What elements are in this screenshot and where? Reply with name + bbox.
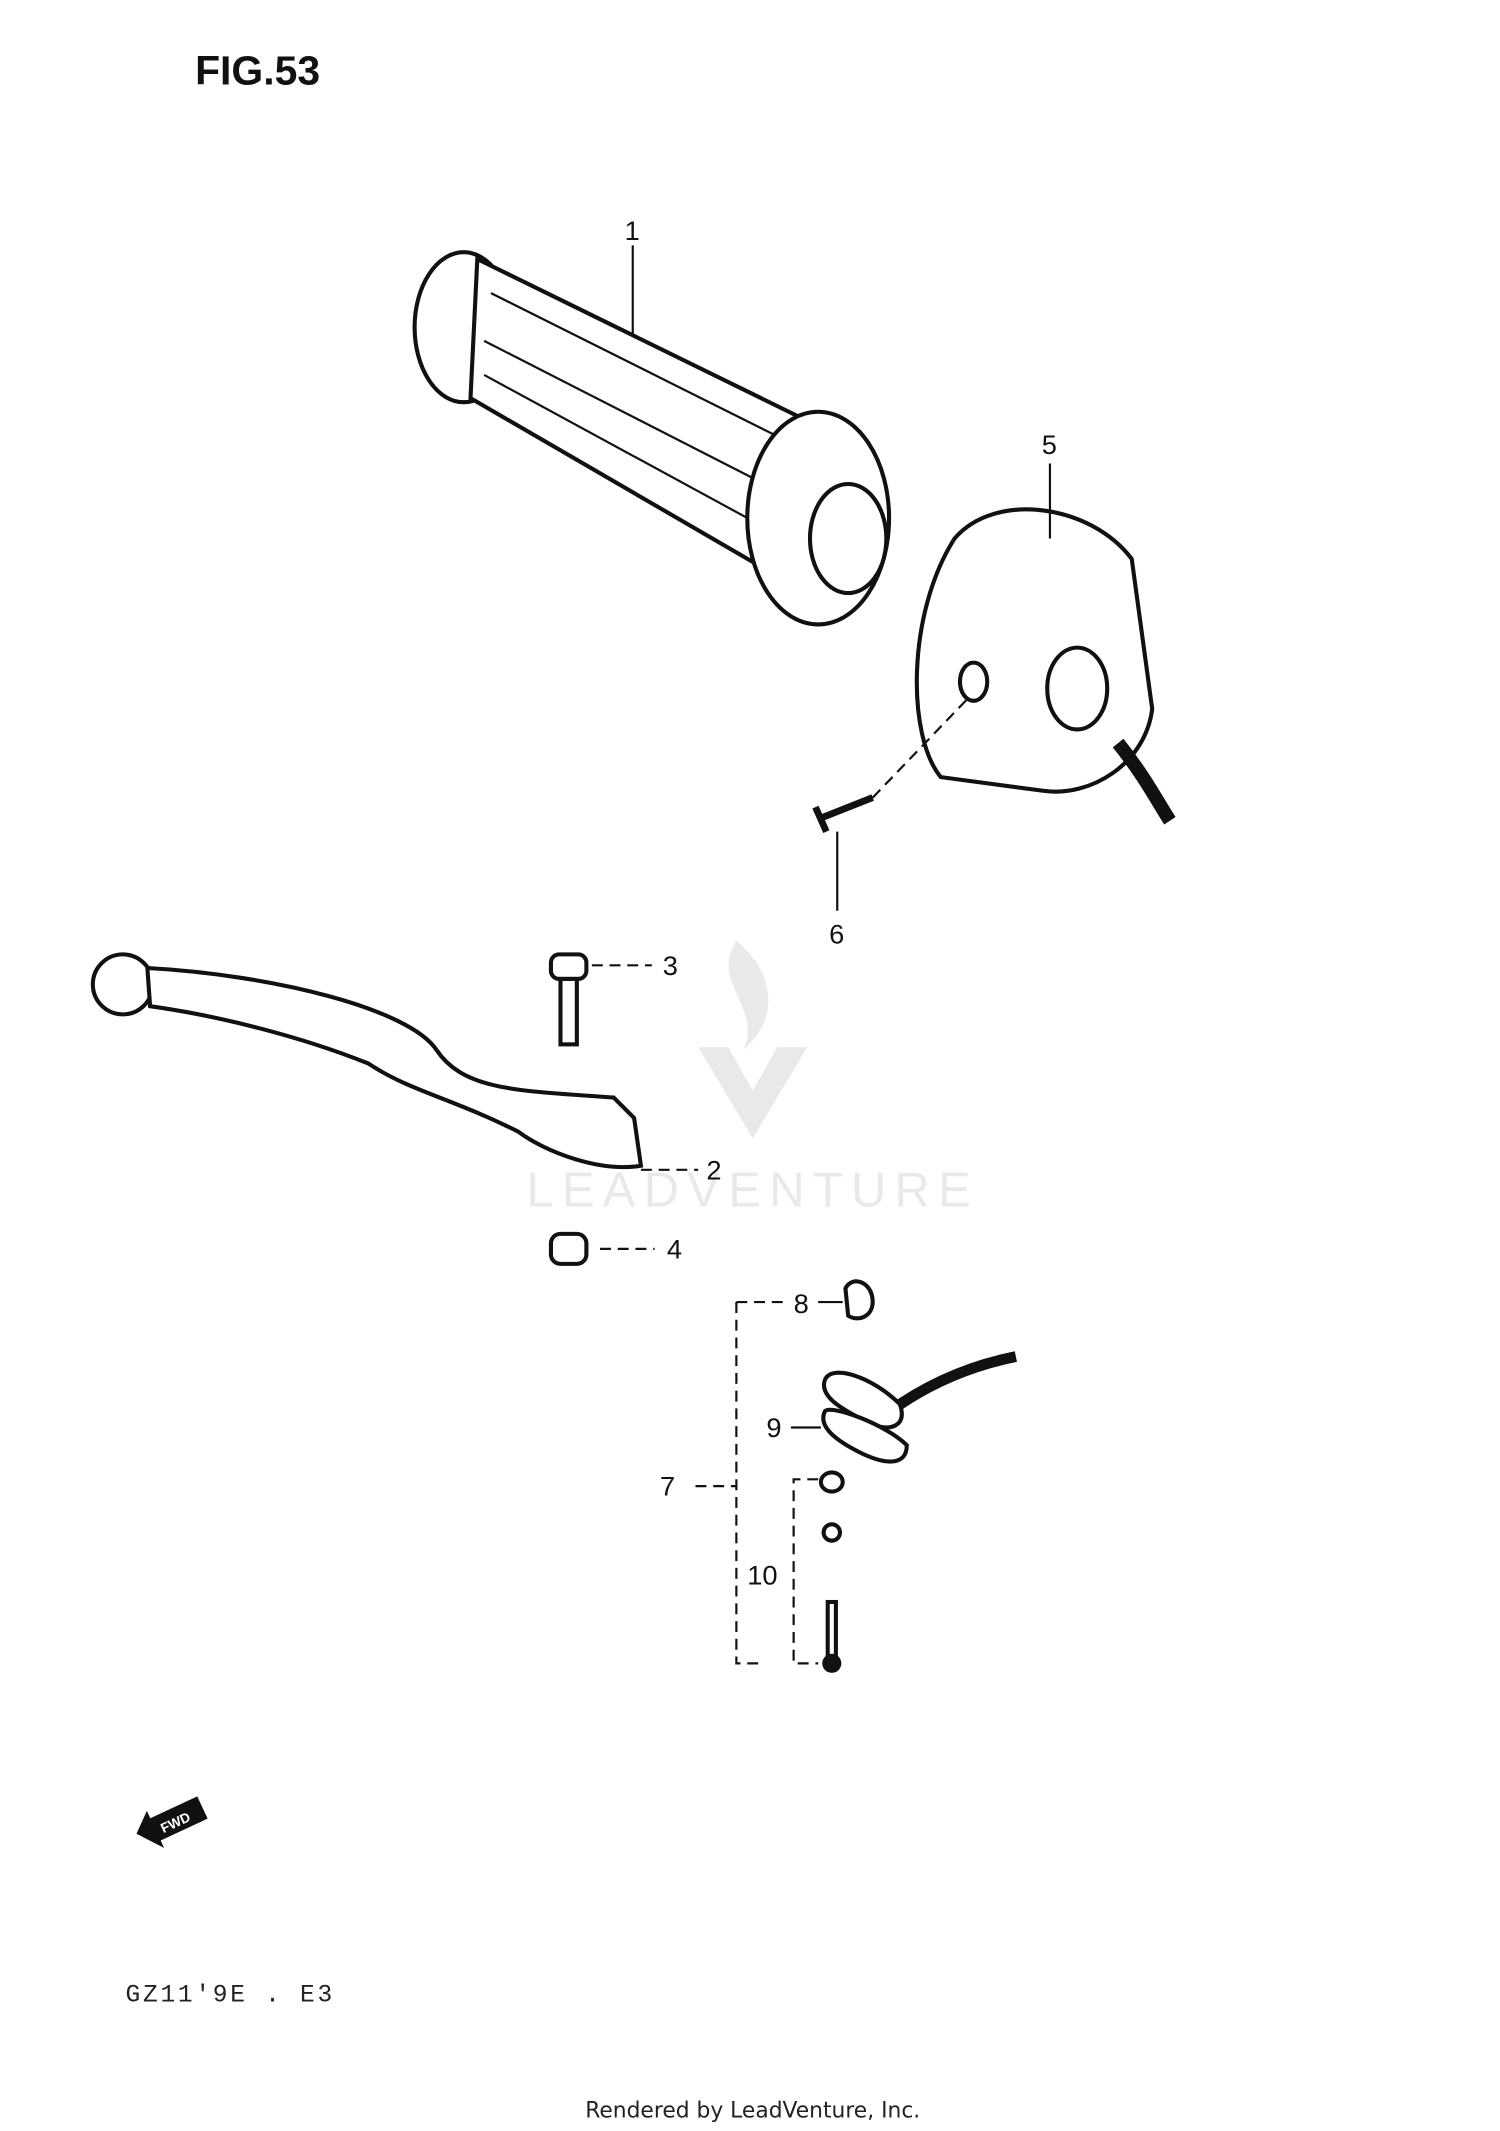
callout-7: 7 bbox=[660, 1471, 675, 1502]
callout-5: 5 bbox=[1042, 429, 1057, 460]
watermark-text: LEADVENTURE bbox=[526, 1164, 979, 1218]
callout-3: 3 bbox=[663, 950, 678, 981]
callout-1: 1 bbox=[625, 215, 640, 246]
callout-8: 8 bbox=[794, 1288, 809, 1319]
callout-6: 6 bbox=[829, 918, 844, 949]
callout-2: 2 bbox=[706, 1154, 721, 1185]
part-6-screw[interactable]: 6 bbox=[812, 694, 972, 949]
part-7-switch-assembly[interactable]: 7 8 9 10 bbox=[660, 1279, 1017, 1673]
part-5-switch-housing[interactable]: 5 bbox=[914, 429, 1176, 825]
part-2-lever[interactable]: 2 bbox=[90, 952, 722, 1185]
part-4-nut[interactable]: 4 bbox=[548, 1231, 682, 1266]
figure-title: FIG.53 bbox=[195, 48, 320, 94]
part-1-grip[interactable]: 1 bbox=[412, 215, 892, 627]
callout-4: 4 bbox=[667, 1233, 682, 1264]
callout-9: 9 bbox=[766, 1412, 781, 1443]
drawing-code: GZ11'9E . E3 bbox=[126, 1982, 335, 2009]
leadventure-watermark: LEADVENTURE bbox=[526, 940, 979, 1218]
fwd-direction-arrow: FWD bbox=[136, 1796, 208, 1848]
footer-credit: Rendered by LeadVenture, Inc. bbox=[585, 2098, 920, 2123]
callout-10: 10 bbox=[747, 1559, 777, 1590]
part-3-bolt[interactable]: 3 bbox=[548, 950, 678, 1047]
